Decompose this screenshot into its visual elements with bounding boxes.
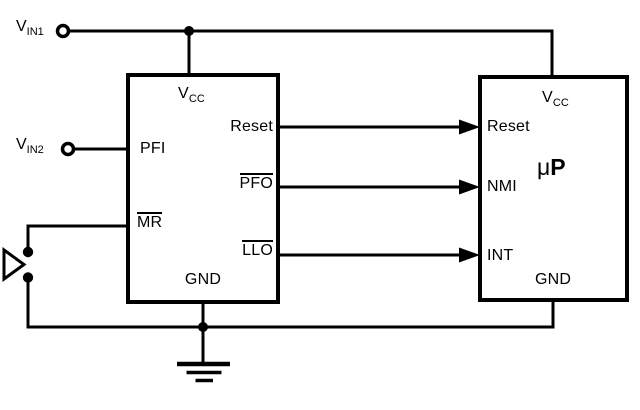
vin2-label: VIN2 bbox=[16, 136, 44, 156]
vcc-main: V bbox=[178, 85, 189, 102]
junction-dot-gnd bbox=[198, 322, 208, 332]
mu-glyph: μ bbox=[537, 154, 551, 180]
supervisor-pin-gnd-label: GND bbox=[184, 271, 222, 288]
ground-symbol-icon bbox=[177, 361, 230, 383]
wire-ground-rail bbox=[26, 279, 555, 329]
junction-dot-vcc bbox=[184, 26, 194, 36]
supervisor-pin-pfi-label: PFI bbox=[140, 140, 166, 157]
vcc-main: V bbox=[542, 89, 553, 106]
switch-contact-upper bbox=[22, 246, 34, 258]
vcc-sub: CC bbox=[552, 97, 569, 109]
vin2-main: V bbox=[16, 136, 27, 153]
mcu-pin-int-label: INT bbox=[487, 247, 514, 264]
mcu-pin-nmi-label: NMI bbox=[487, 178, 517, 195]
supervisor-pin-llo-label: LLO bbox=[242, 240, 273, 259]
vcc-sub: CC bbox=[188, 93, 205, 105]
switch-contact-lower bbox=[22, 272, 34, 283]
vin2-sub: IN2 bbox=[26, 144, 44, 156]
arrowhead-reset bbox=[459, 119, 480, 135]
terminal-vin1-icon bbox=[55, 23, 71, 39]
vin1-main: V bbox=[16, 18, 27, 35]
arrowhead-nmi bbox=[459, 179, 480, 195]
microprocessor-chip: VCC Reset NMI INT μP GND bbox=[478, 75, 629, 302]
supervisor-chip: VCC PFI Reset PFO LLO MR GND bbox=[126, 73, 280, 304]
vin1-sub: IN1 bbox=[26, 26, 44, 38]
vin1-label: VIN1 bbox=[16, 18, 44, 38]
mcu-pin-vcc-label: VCC bbox=[542, 89, 569, 109]
supervisor-pin-mr-label: MR bbox=[137, 212, 163, 231]
terminal-vin2-icon bbox=[60, 141, 76, 157]
supervisor-pin-vcc-label: VCC bbox=[178, 85, 205, 105]
mcu-name-label: μP bbox=[537, 156, 566, 179]
pushbutton-actuator-icon bbox=[2, 247, 27, 282]
arrowhead-int bbox=[459, 247, 480, 263]
p-glyph: P bbox=[550, 154, 566, 180]
mcu-pin-gnd-label: GND bbox=[535, 271, 572, 288]
supervisor-pin-reset-label: Reset bbox=[230, 118, 273, 135]
mcu-pin-reset-label: Reset bbox=[487, 118, 530, 135]
wire-vin1-rail bbox=[70, 29, 554, 77]
wire-mr-switch bbox=[26, 224, 128, 251]
supervisor-pin-pfo-label: PFO bbox=[239, 173, 273, 192]
